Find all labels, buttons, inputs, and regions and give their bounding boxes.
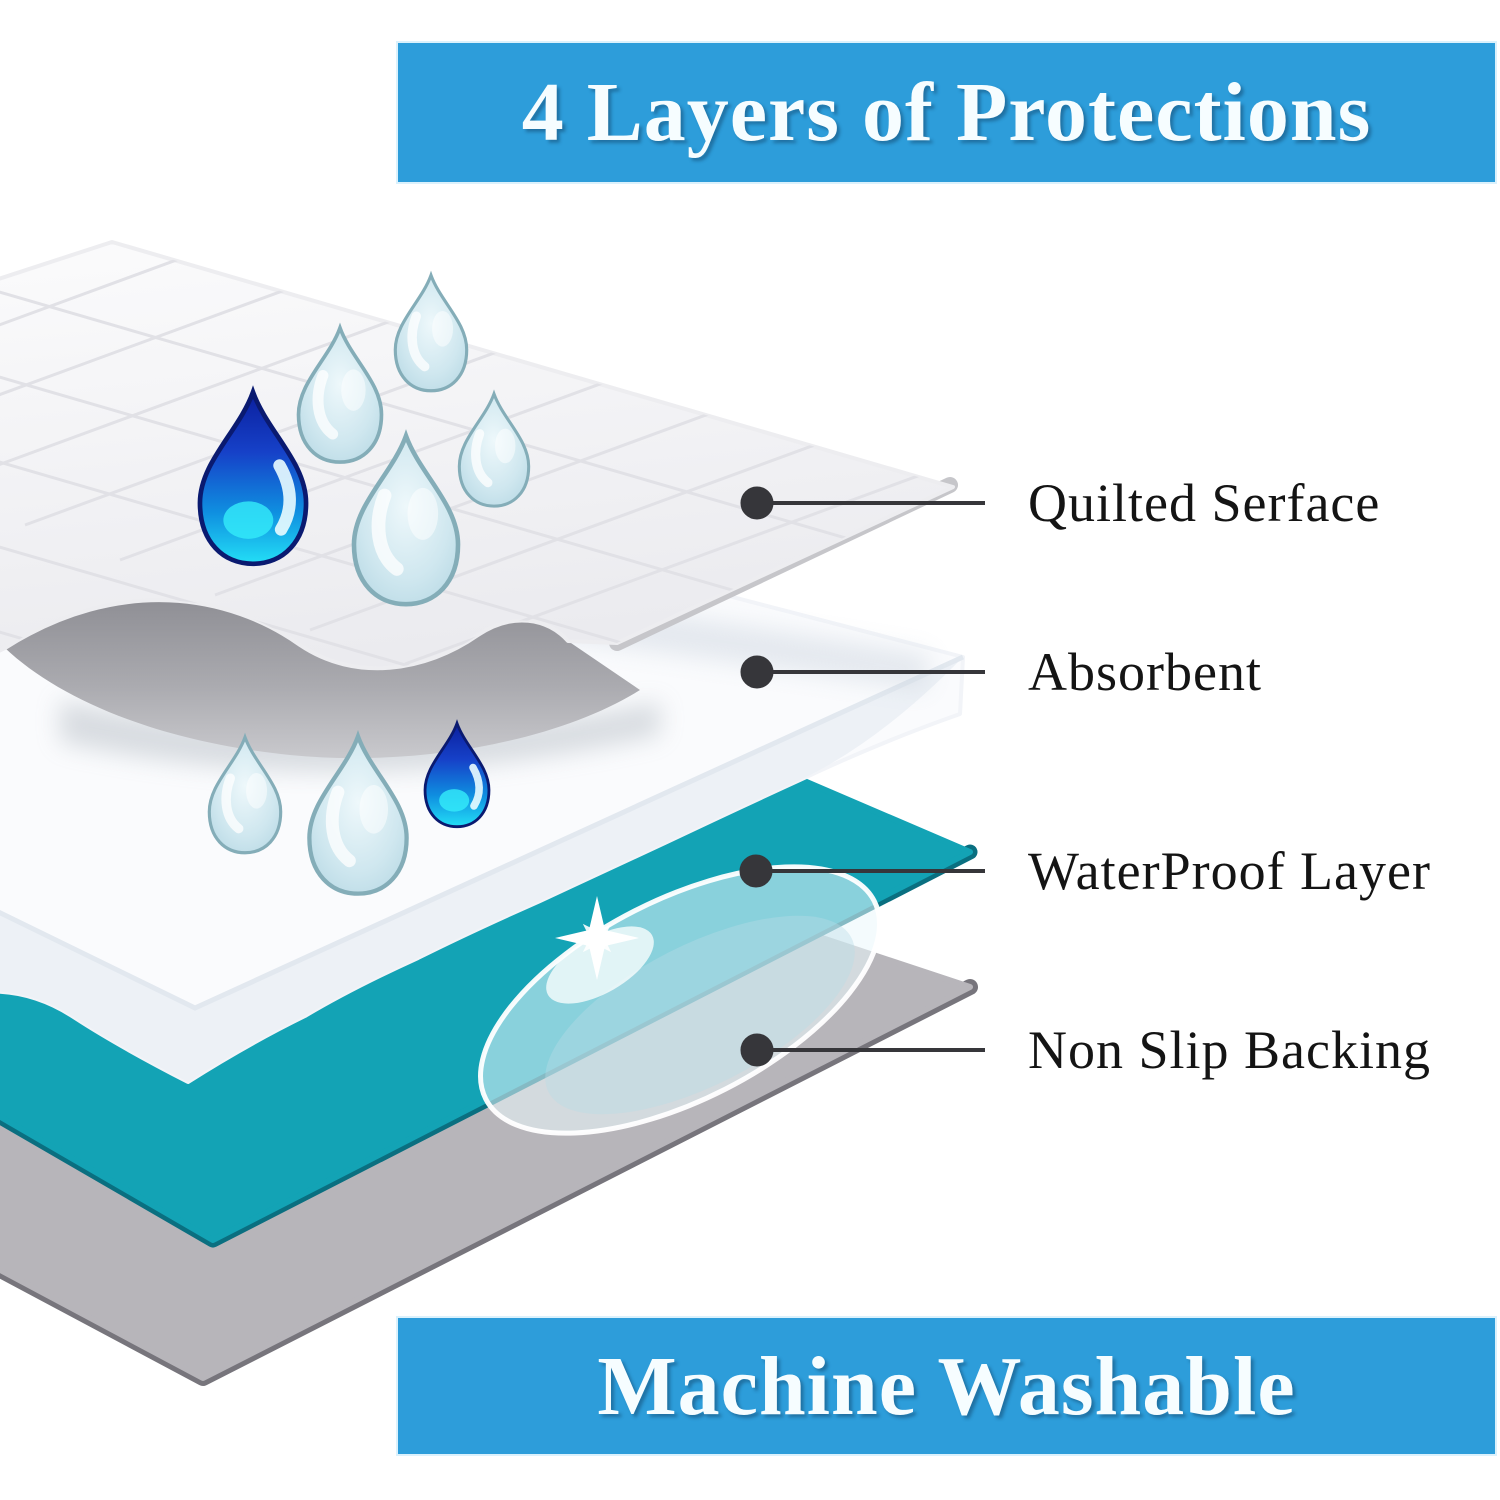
label-non-slip-backing: Non Slip Backing [1028, 1020, 1431, 1080]
header-banner: 4 Layers of Protections [398, 43, 1495, 182]
leader-lines [739, 486, 985, 1067]
header-banner-text: 4 Layers of Protections [521, 66, 1372, 159]
label-absorbent: Absorbent [1028, 642, 1262, 702]
leader-line-waterproof [739, 854, 985, 888]
leader-line-nonslip [740, 1033, 985, 1067]
sparkle-icon [555, 896, 639, 980]
leader-line-absorbent [740, 655, 985, 689]
water-drop-icon [395, 275, 466, 391]
leader-line-quilted-surface [740, 486, 985, 520]
quilt-underside-curl [5, 600, 640, 759]
footer-banner-text: Machine Washable [597, 1339, 1296, 1433]
footer-banner: Machine Washable [398, 1318, 1495, 1454]
label-waterproof-layer: WaterProof Layer [1028, 841, 1431, 901]
label-quilted-surface: Quilted Serface [1028, 473, 1381, 533]
